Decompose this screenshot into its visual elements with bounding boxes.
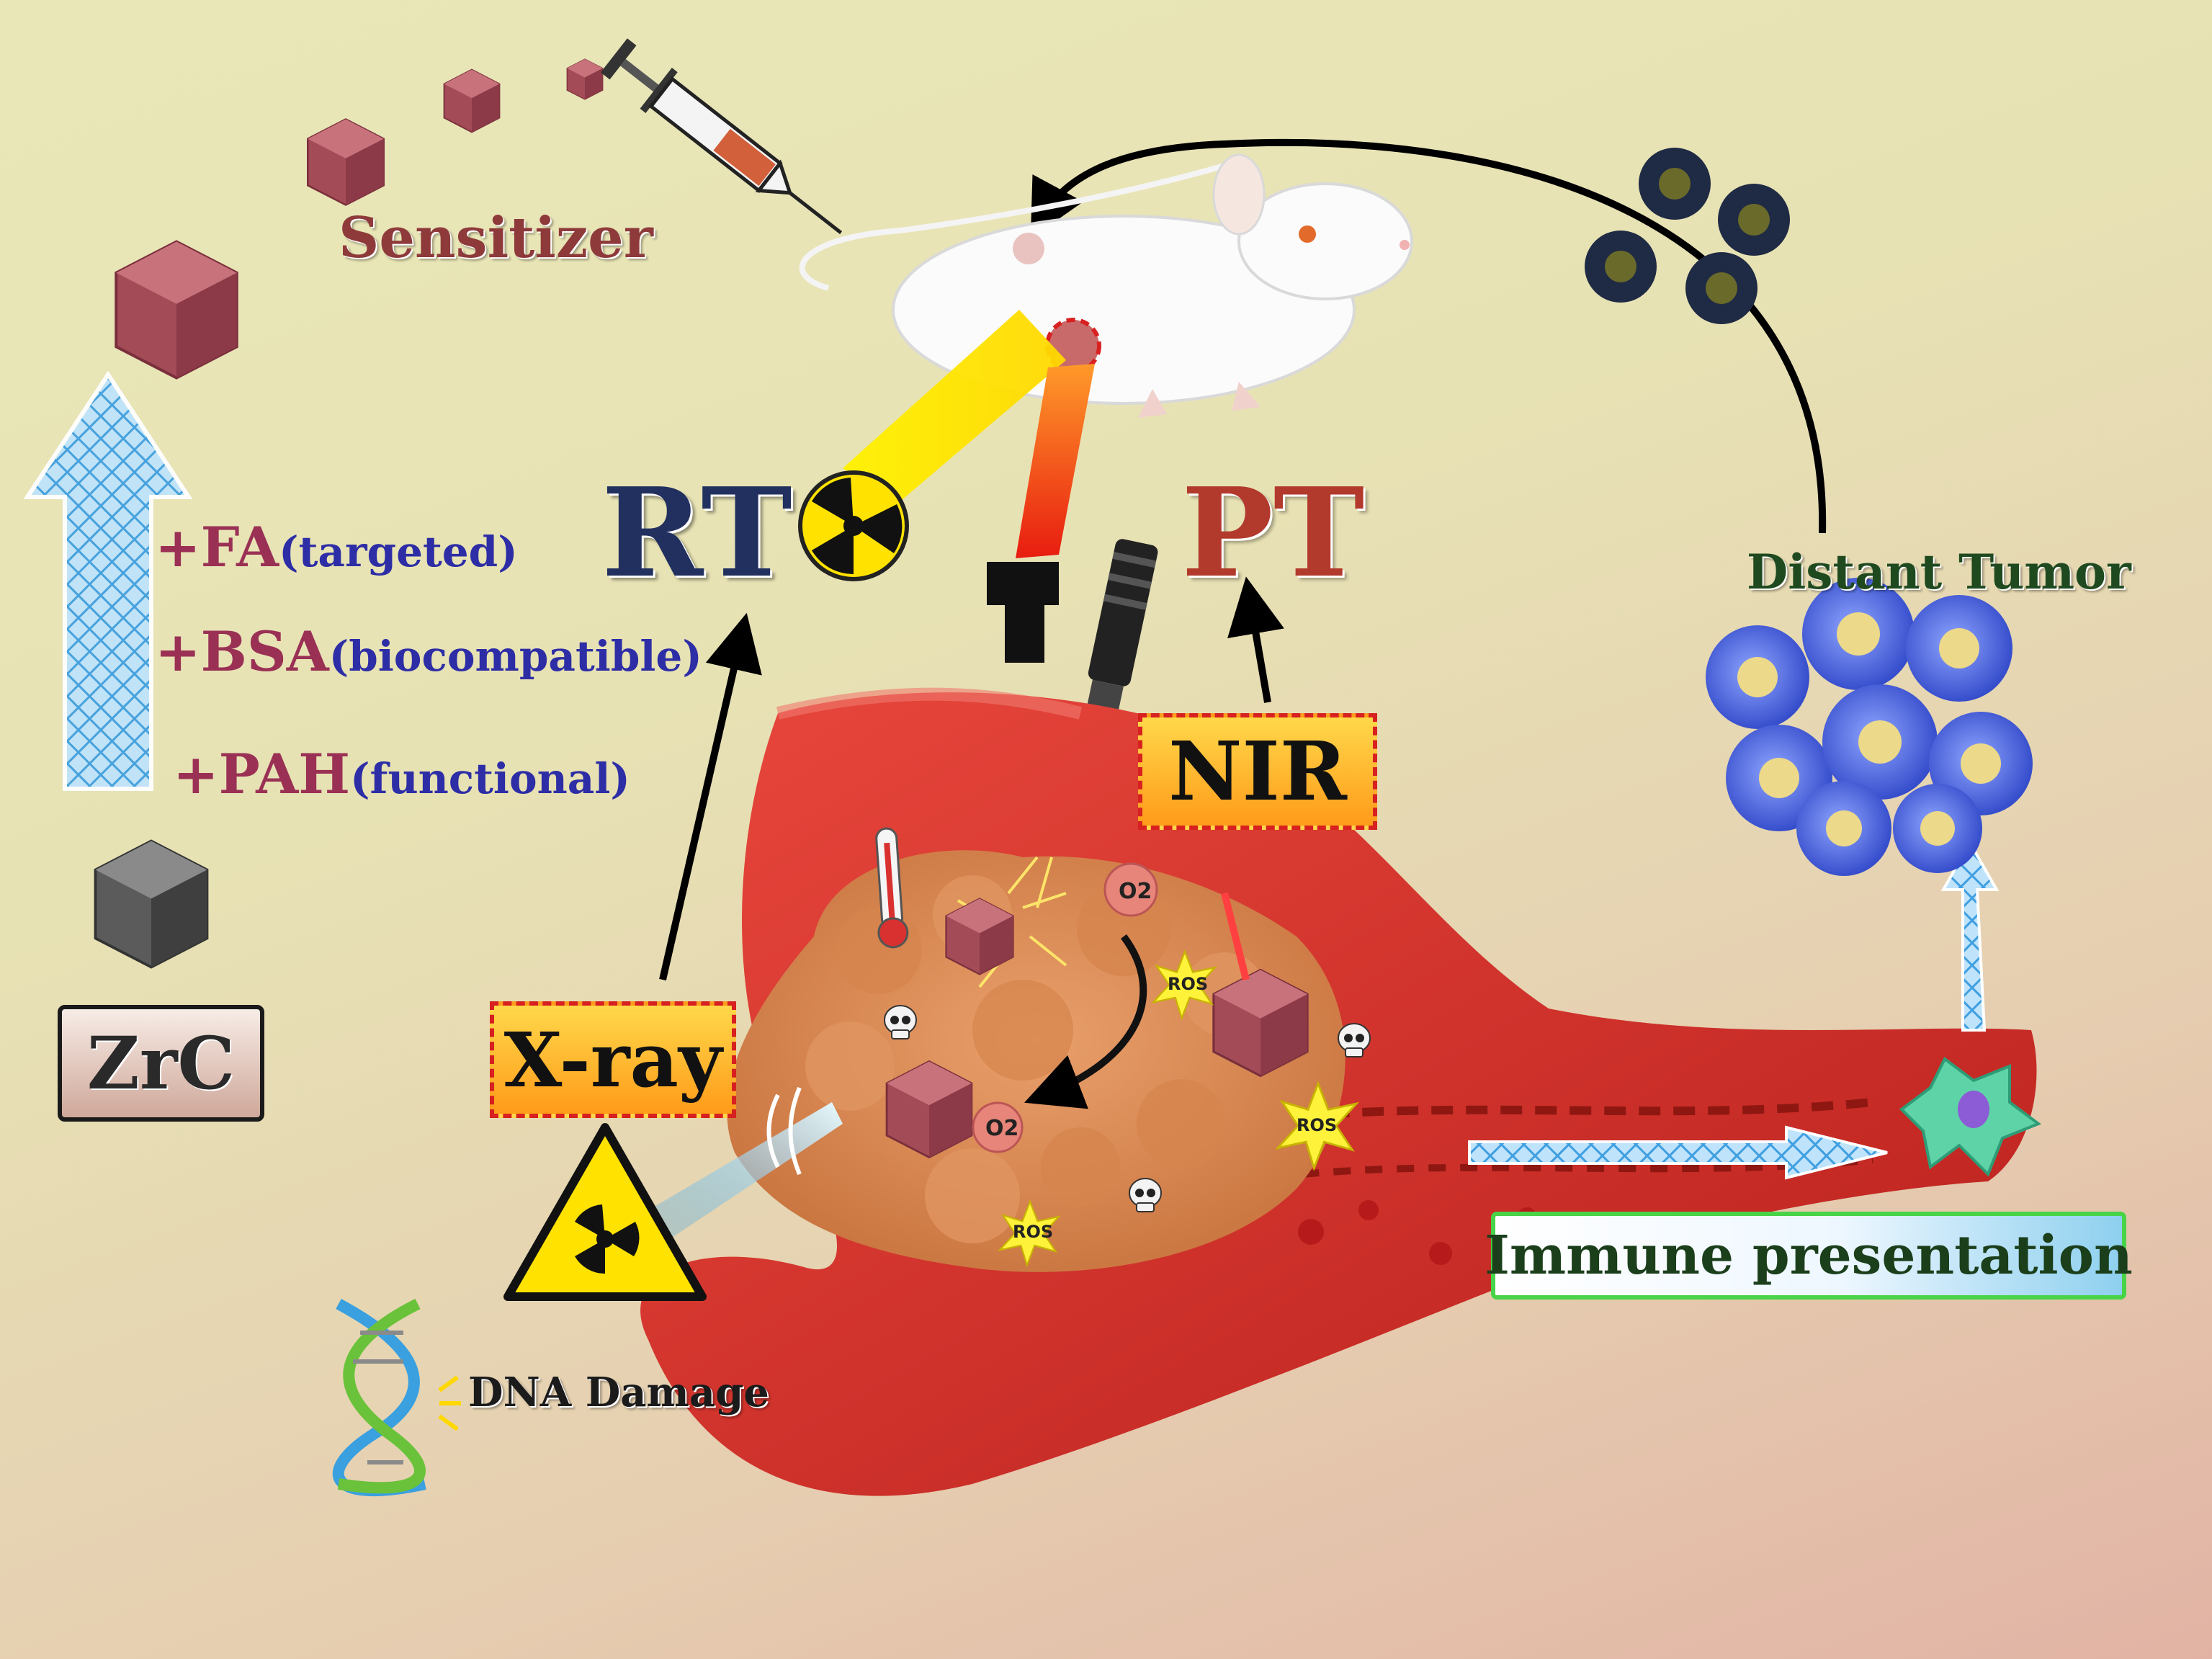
rt-label: RT	[601, 461, 792, 605]
sensitizer-label: Sensitizer	[339, 205, 653, 271]
laser-beam-secondary	[1221, 892, 1250, 981]
xray-beam	[648, 1102, 843, 1239]
modification-bsa: +BSA(biocompatible)	[155, 620, 702, 684]
thermometer-icon	[875, 827, 909, 949]
dna-helix-icon	[332, 1298, 461, 1496]
modification-note: (targeted)	[279, 527, 518, 576]
svg-text:ROS: ROS	[1297, 1115, 1337, 1135]
svg-text:ROS: ROS	[1168, 974, 1208, 994]
nir-to-pt-arrow	[1227, 576, 1284, 703]
zrc-label: ZrC	[86, 1021, 236, 1106]
xray-to-rt-arrow	[659, 612, 762, 981]
modification-pah: +PAH(functional)	[173, 742, 630, 806]
distant-tumor-icon	[1706, 578, 2033, 876]
surface-modification-arrow	[23, 370, 193, 791]
modification-note: (functional)	[350, 754, 630, 803]
radiation-icon	[798, 470, 909, 581]
svg-text:O2: O2	[1119, 879, 1152, 904]
modification-note: (biocompatible)	[328, 632, 702, 681]
mouse-icon	[799, 153, 1413, 418]
immune-presentation-box: Immune presentation	[1485, 1212, 2133, 1300]
modification-fa: +FA(targeted)	[155, 515, 518, 579]
immune-to-tumor-arrow	[1940, 839, 2000, 1032]
modification-symbol: +PAH	[173, 742, 351, 806]
oxygen-arrow	[1024, 934, 1147, 1109]
radiation-warning-icon	[503, 1123, 707, 1301]
svg-text:ROS: ROS	[1013, 1222, 1053, 1242]
xray-label-box: X-ray	[490, 1001, 736, 1118]
immune-arrow	[1468, 1125, 1888, 1180]
nir-label-box: NIR	[1138, 713, 1377, 830]
laser-beam-to-mouse	[1016, 364, 1095, 558]
ros-marker: ROS ROS ROS	[998, 950, 1358, 1266]
laser-source-icon	[987, 562, 1059, 663]
svg-text:O2: O2	[985, 1116, 1018, 1141]
return-arrow	[1030, 138, 1827, 534]
dna-damage-label: DNA Damage	[468, 1369, 769, 1416]
xray-beam-to-mouse	[843, 310, 1066, 504]
modification-symbol: +FA	[155, 515, 279, 579]
distant-tumor-label: Distant Tumor	[1747, 544, 2131, 600]
immune-presentation-label: Immune presentation	[1485, 1225, 2133, 1287]
xray-label: X-ray	[503, 1015, 722, 1104]
zrc-label-box: ZrC	[58, 1005, 264, 1122]
modification-symbol: +BSA	[155, 620, 329, 684]
syringe-icon	[600, 38, 843, 235]
laser-pointer-icon	[1086, 539, 1158, 715]
nir-label: NIR	[1168, 724, 1347, 819]
pt-label: PT	[1181, 461, 1365, 605]
zrc-cube	[94, 839, 209, 969]
immune-cell-icon	[1899, 1056, 2042, 1177]
tumor-cell-icon	[1585, 148, 1790, 324]
oxygen-bubble: O2 O2	[972, 862, 1158, 1153]
